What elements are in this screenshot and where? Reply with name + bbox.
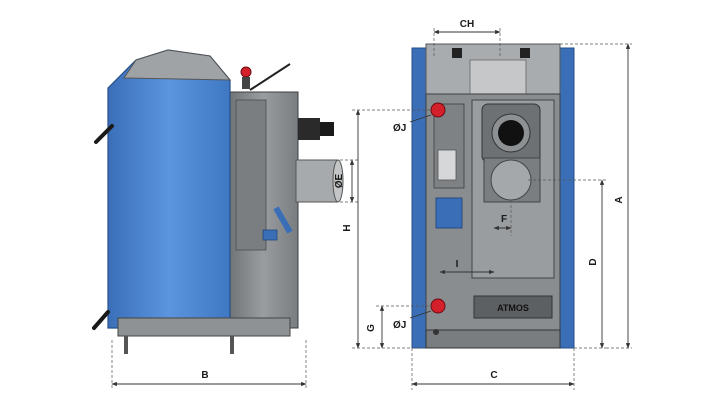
label-d: D [588, 258, 599, 265]
side-red-thermometer [240, 66, 252, 78]
top-fitting-cap [298, 118, 320, 140]
label-f: F [501, 214, 507, 225]
dimension-g: G [352, 305, 432, 349]
lower-door-handle [92, 310, 110, 330]
front-view: ATMOS [411, 43, 575, 349]
side-top-cover [123, 49, 232, 81]
front-right-blue-panel [559, 47, 575, 349]
label-c: C [490, 370, 497, 381]
side-view [92, 49, 344, 354]
top-fitting-knob [320, 122, 334, 136]
side-blue-panel [107, 49, 231, 329]
dimension-j-top: ØJ [393, 114, 432, 134]
dimension-i: I [439, 259, 495, 275]
dimension-f: F [493, 200, 512, 236]
dimension-ch: CH [433, 19, 501, 56]
label-h: H [342, 224, 353, 231]
label-g: G [366, 324, 377, 332]
dimension-d: D [528, 179, 606, 349]
dimension-a: A [560, 43, 632, 349]
dimension-b: B [111, 340, 307, 390]
blue-control-box [435, 197, 463, 229]
upper-door-handle [94, 124, 114, 144]
lower-flue-outlet [490, 159, 532, 201]
side-flue-box [235, 99, 267, 251]
dimension-h: H [342, 109, 432, 349]
red-valve-bottom [430, 298, 446, 314]
flue-pipe [295, 159, 339, 203]
label-j-bottom: ØJ [393, 320, 406, 331]
label-a: A [614, 196, 625, 203]
dimension-j-bottom: ØJ [393, 310, 432, 331]
brand-name: ATMOS [497, 303, 529, 313]
control-display [437, 149, 457, 181]
label-ch: CH [460, 19, 474, 30]
label-b: B [201, 370, 208, 381]
side-base [117, 317, 291, 337]
nameplate [473, 295, 553, 319]
dimension-c: C [411, 348, 575, 390]
upper-flue-hole [498, 120, 524, 146]
label-j-top: ØJ [393, 123, 406, 134]
front-left-blue-panel [411, 47, 427, 349]
red-valve-top [430, 102, 446, 118]
label-i: I [456, 259, 459, 270]
label-e: ØE [334, 173, 345, 188]
dimension-e: ØE [300, 159, 358, 203]
